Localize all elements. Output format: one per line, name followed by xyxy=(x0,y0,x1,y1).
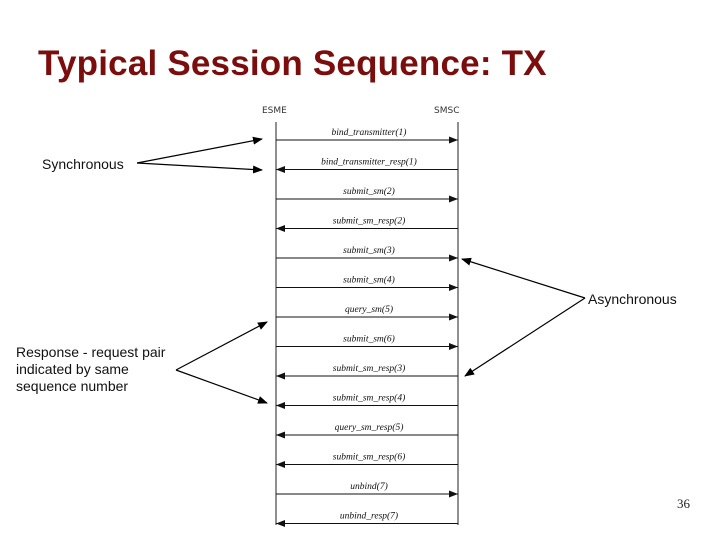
message-label: submit_sm_resp(2) xyxy=(333,216,405,227)
message-arrowhead xyxy=(276,520,285,527)
message-label: bind_transmitter_resp(1) xyxy=(321,157,417,168)
message-label: submit_sm(2) xyxy=(343,186,395,197)
message-label: submit_sm_resp(3) xyxy=(333,363,405,374)
sync-pointer-arrow-2 xyxy=(136,162,263,174)
message-arrowhead xyxy=(276,431,285,439)
asynchronous-label: Asynchronous xyxy=(588,291,677,307)
smsc-lifeline-label: SMSC xyxy=(434,106,460,116)
message-arrowhead xyxy=(276,402,285,409)
response-pointer-arrow-2 xyxy=(175,369,268,404)
message-label: submit_sm_resp(4) xyxy=(333,393,405,404)
message-arrowhead xyxy=(276,461,285,468)
message-label: query_sm(5) xyxy=(345,304,393,315)
message-arrowhead xyxy=(449,490,458,498)
message-arrowhead xyxy=(276,372,285,380)
message-label: bind_transmitter(1) xyxy=(332,127,407,138)
message-label: submit_sm(3) xyxy=(343,245,395,256)
message-label: submit_sm(4) xyxy=(343,275,395,286)
message-label: query_sm_resp(5) xyxy=(335,422,404,433)
message-arrowhead xyxy=(449,136,458,144)
sync-pointer-arrow-1 xyxy=(136,136,263,164)
message-label: submit_sm(6) xyxy=(343,334,395,345)
slide-title: Typical Session Sequence: TX xyxy=(38,44,547,83)
message-arrowhead xyxy=(276,166,285,173)
synchronous-label: Synchronous xyxy=(42,156,124,172)
message-label: unbind(7) xyxy=(350,481,387,492)
slide-number: 36 xyxy=(677,496,690,511)
message-arrowhead xyxy=(276,225,285,232)
response-pointer-arrow-1 xyxy=(175,321,268,371)
async-pointer-arrow-2 xyxy=(464,297,586,377)
message-arrowhead xyxy=(449,195,458,203)
message-label: unbind_resp(7) xyxy=(340,511,398,522)
message-label: submit_sm_resp(6) xyxy=(333,452,405,463)
message-arrowhead xyxy=(449,313,458,321)
async-pointer-arrow-1 xyxy=(461,257,586,299)
response-request-note: Response - request pair indicated by sam… xyxy=(16,344,166,394)
message-arrowhead xyxy=(449,284,458,291)
message-arrowhead xyxy=(449,343,458,350)
esme-lifeline-label: ESME xyxy=(262,106,287,116)
message-arrowhead xyxy=(449,254,458,262)
